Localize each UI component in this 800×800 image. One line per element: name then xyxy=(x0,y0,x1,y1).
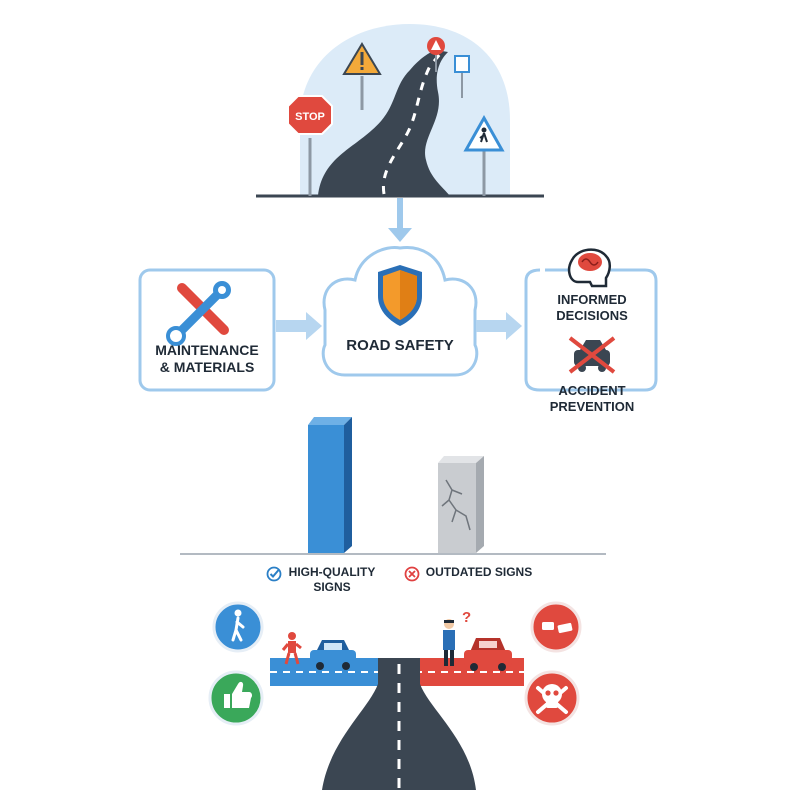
road-center-line xyxy=(381,53,442,195)
thumbs-up-icon xyxy=(208,670,264,726)
maintenance-box xyxy=(138,268,276,392)
winding-road xyxy=(318,50,450,196)
maintenance-label: MAINTENANCE & MATERIALS xyxy=(155,342,259,375)
question-mark: ? xyxy=(462,609,471,626)
brain-head-icon xyxy=(567,248,611,288)
x-circle-icon xyxy=(404,566,420,582)
flow-graphics xyxy=(138,198,658,392)
car-crash-icon xyxy=(530,601,582,653)
confused-person xyxy=(443,619,455,666)
stop-sign-label: STOP xyxy=(295,111,325,123)
high-quality-bar xyxy=(308,417,352,553)
stop-sign: STOP xyxy=(287,95,333,135)
arrow-to-outcomes xyxy=(506,312,522,340)
tools-icon xyxy=(166,281,231,346)
outcomes-box xyxy=(524,268,658,392)
pedestrian-crossing-sign xyxy=(463,114,505,152)
informed-decisions-label: INFORMED DECISIONS xyxy=(556,292,628,323)
small-info-sign xyxy=(454,55,470,73)
blue-car xyxy=(310,640,356,670)
top-road-scene: STOP xyxy=(256,24,544,198)
legend-high-quality-label: HIGH-QUALITY SIGNS xyxy=(288,565,376,594)
road-safety-label: ROAD SAFETY xyxy=(346,337,454,354)
skull-crossbones-icon xyxy=(524,670,580,726)
down-arrow-head xyxy=(388,228,412,242)
red-car xyxy=(464,638,512,671)
legend-outdated-label: OUTDATED SIGNS xyxy=(425,565,533,579)
accident-prevention-label: ACCIDENT PREVENTION xyxy=(549,383,635,414)
crack-lines xyxy=(441,479,471,531)
comparison-bars xyxy=(180,417,606,555)
intersection-scene: ? xyxy=(208,601,582,790)
check-circle-icon xyxy=(266,566,282,582)
pedestrian-icon xyxy=(212,601,264,653)
accident-prevention-icon xyxy=(568,336,616,374)
child-pedestrian xyxy=(281,632,302,665)
shield-icon xyxy=(378,265,422,326)
arrow-to-safety xyxy=(306,312,322,340)
outdated-bar xyxy=(438,456,484,553)
warning-sign xyxy=(342,42,382,75)
small-warning-sign xyxy=(427,37,445,55)
